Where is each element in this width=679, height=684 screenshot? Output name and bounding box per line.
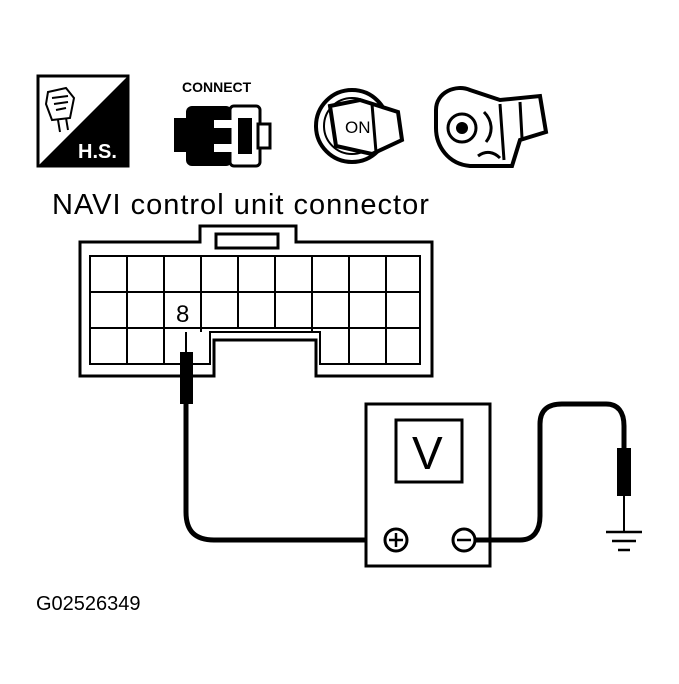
navi-connector: 8 [78, 224, 434, 378]
hs-tester-icon: H.S. [36, 74, 130, 168]
pin-label: 8 [176, 301, 189, 328]
ignition-label: ON [345, 118, 371, 137]
figure-code: G02526349 [36, 593, 141, 615]
negative-terminal [451, 527, 477, 553]
ground-icon [606, 530, 642, 552]
connect-label: CONNECT [182, 79, 252, 95]
positive-probe [180, 332, 380, 543]
engine-sensor-icon [434, 86, 549, 168]
hs-label: H.S. [78, 141, 117, 163]
ignition-on-icon: ON [314, 88, 405, 164]
connect-icon: CONNECT [174, 79, 272, 168]
voltmeter: V [364, 402, 492, 568]
negative-probe [475, 401, 631, 543]
positive-terminal [383, 527, 409, 553]
meter-label: V [412, 427, 443, 479]
diagram-title: NAVI control unit connector [52, 189, 430, 221]
